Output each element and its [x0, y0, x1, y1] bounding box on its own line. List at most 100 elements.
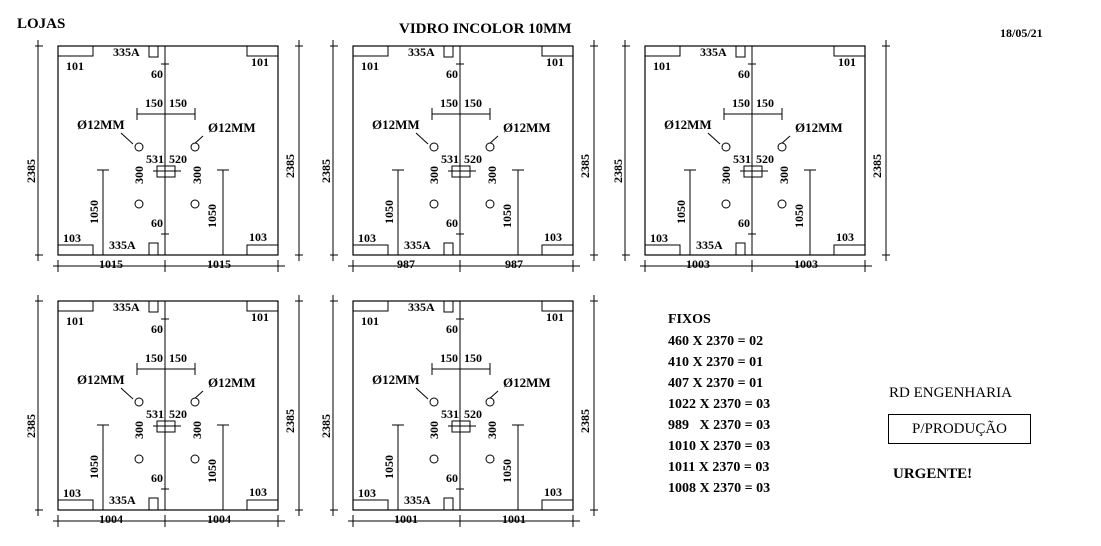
hole-circle	[190, 199, 200, 209]
glass-panel-outline	[57, 300, 279, 511]
hole-circle	[429, 397, 439, 407]
panel-height-right: 2385	[283, 409, 297, 433]
hinge-offset-top: 60	[446, 322, 458, 336]
corner-patch-bottom-right	[246, 244, 278, 255]
hole-diameter-label-right: Ø12MM	[795, 120, 843, 135]
hole-diameter-label-right: Ø12MM	[208, 120, 256, 135]
hole-circle	[134, 142, 144, 152]
corner-label-bottom-right: 103	[249, 485, 267, 499]
hinge-label-top: 335A	[113, 300, 140, 314]
corner-patch-bottom-right	[541, 244, 573, 255]
handle-vertical-left: 300	[427, 166, 441, 184]
corner-label-top-left: 101	[653, 59, 671, 73]
hinge-offset-top: 60	[446, 67, 458, 81]
handle-height-right: 1050	[205, 204, 219, 228]
hole-circle	[485, 199, 495, 209]
glass-panel-outline	[352, 300, 574, 511]
hole-diameter-label-right: Ø12MM	[208, 375, 256, 390]
hole-circle	[190, 454, 200, 464]
handle-dim-right: 520	[169, 407, 187, 421]
leader-line	[120, 132, 134, 145]
hole-circle	[190, 397, 200, 407]
hole-spacing-left: 150	[440, 96, 458, 110]
hinge-top	[443, 45, 454, 58]
leader-line	[120, 387, 134, 400]
hinge-bottom	[148, 497, 159, 511]
hole-diameter-label-right: Ø12MM	[503, 375, 551, 390]
hole-diameter-label-left: Ø12MM	[664, 117, 712, 132]
handle-height-left: 1050	[87, 455, 101, 479]
corner-patch-top-right	[246, 46, 278, 57]
hole-spacing-left: 150	[145, 351, 163, 365]
hinge-top	[443, 300, 454, 313]
hole-spacing-right: 150	[464, 351, 482, 365]
handle-height-right: 1050	[500, 204, 514, 228]
corner-patch-bottom-right	[541, 499, 573, 510]
handle-height-right: 1050	[205, 459, 219, 483]
handle-vertical-left: 300	[132, 421, 146, 439]
hinge-offset-top: 60	[151, 67, 163, 81]
handle-vertical-right: 300	[190, 166, 204, 184]
fixos-item: 1022 X 2370 = 03	[668, 397, 771, 412]
handle-vertical-left: 300	[427, 421, 441, 439]
hinge-label-top: 335A	[408, 300, 435, 314]
hinge-label-top: 335A	[113, 45, 140, 59]
fixos-item: 410 X 2370 = 01	[668, 355, 764, 370]
leader-line	[415, 132, 429, 145]
hole-diameter-label-left: Ø12MM	[77, 117, 125, 132]
handle-dim-left: 531	[146, 407, 164, 421]
glass-spec-title: VIDRO INCOLOR 10MM	[399, 21, 572, 37]
handle-height-right: 1050	[792, 204, 806, 228]
panel-width-left: 987	[397, 257, 415, 271]
hole-spacing-right: 150	[464, 96, 482, 110]
corner-patch-top-left	[353, 46, 389, 57]
corner-label-bottom-left: 103	[650, 231, 668, 245]
corner-label-top-right: 101	[546, 310, 564, 324]
hinge-top	[735, 45, 746, 58]
handle-vertical-right: 300	[485, 166, 499, 184]
hinge-offset-top: 60	[738, 67, 750, 81]
hinge-label-bottom: 335A	[109, 238, 136, 252]
panel-width-left: 1001	[394, 512, 418, 526]
corner-patch-bottom-left	[353, 499, 389, 510]
panel-height-left: 2385	[319, 414, 333, 438]
panel-height-right: 2385	[870, 154, 884, 178]
hole-spacing-right: 150	[169, 351, 187, 365]
hole-circle	[429, 199, 439, 209]
corner-label-top-right: 101	[251, 310, 269, 324]
hole-spacing-left: 150	[145, 96, 163, 110]
hole-circle	[134, 454, 144, 464]
panel-width-right: 987	[505, 257, 523, 271]
hinge-offset-bottom: 60	[446, 216, 458, 230]
handle-vertical-right: 300	[777, 166, 791, 184]
hole-circle	[134, 397, 144, 407]
hole-circle	[190, 142, 200, 152]
corner-patch-top-right	[541, 301, 573, 312]
hole-diameter-label-left: Ø12MM	[372, 117, 420, 132]
panel-width-left: 1004	[99, 512, 123, 526]
hole-circle	[485, 454, 495, 464]
hole-spacing-left: 150	[732, 96, 750, 110]
corner-patch-bottom-left	[645, 244, 681, 255]
corner-label-bottom-left: 103	[358, 231, 376, 245]
corner-label-top-right: 101	[251, 55, 269, 69]
panel-width-left: 1015	[99, 257, 123, 271]
handle-dim-right: 520	[464, 152, 482, 166]
handle-vertical-left: 300	[719, 166, 733, 184]
hinge-label-top: 335A	[408, 45, 435, 59]
handle-vertical-right: 300	[190, 421, 204, 439]
hole-circle	[134, 199, 144, 209]
fixos-list: FIXOS 460 X 2370 = 02 410 X 2370 = 01 40…	[668, 312, 770, 502]
panel-width-right: 1003	[794, 257, 818, 271]
hinge-bottom	[443, 242, 454, 256]
hinge-offset-bottom: 60	[151, 471, 163, 485]
handle-height-left: 1050	[87, 200, 101, 224]
panel-width-right: 1001	[502, 512, 526, 526]
production-stamp-label: P/PRODUÇÃO	[911, 420, 1008, 437]
fixos-item: 407 X 2370 = 01	[668, 376, 764, 391]
handle-dim-left: 531	[733, 152, 751, 166]
corner-label-bottom-left: 103	[63, 231, 81, 245]
